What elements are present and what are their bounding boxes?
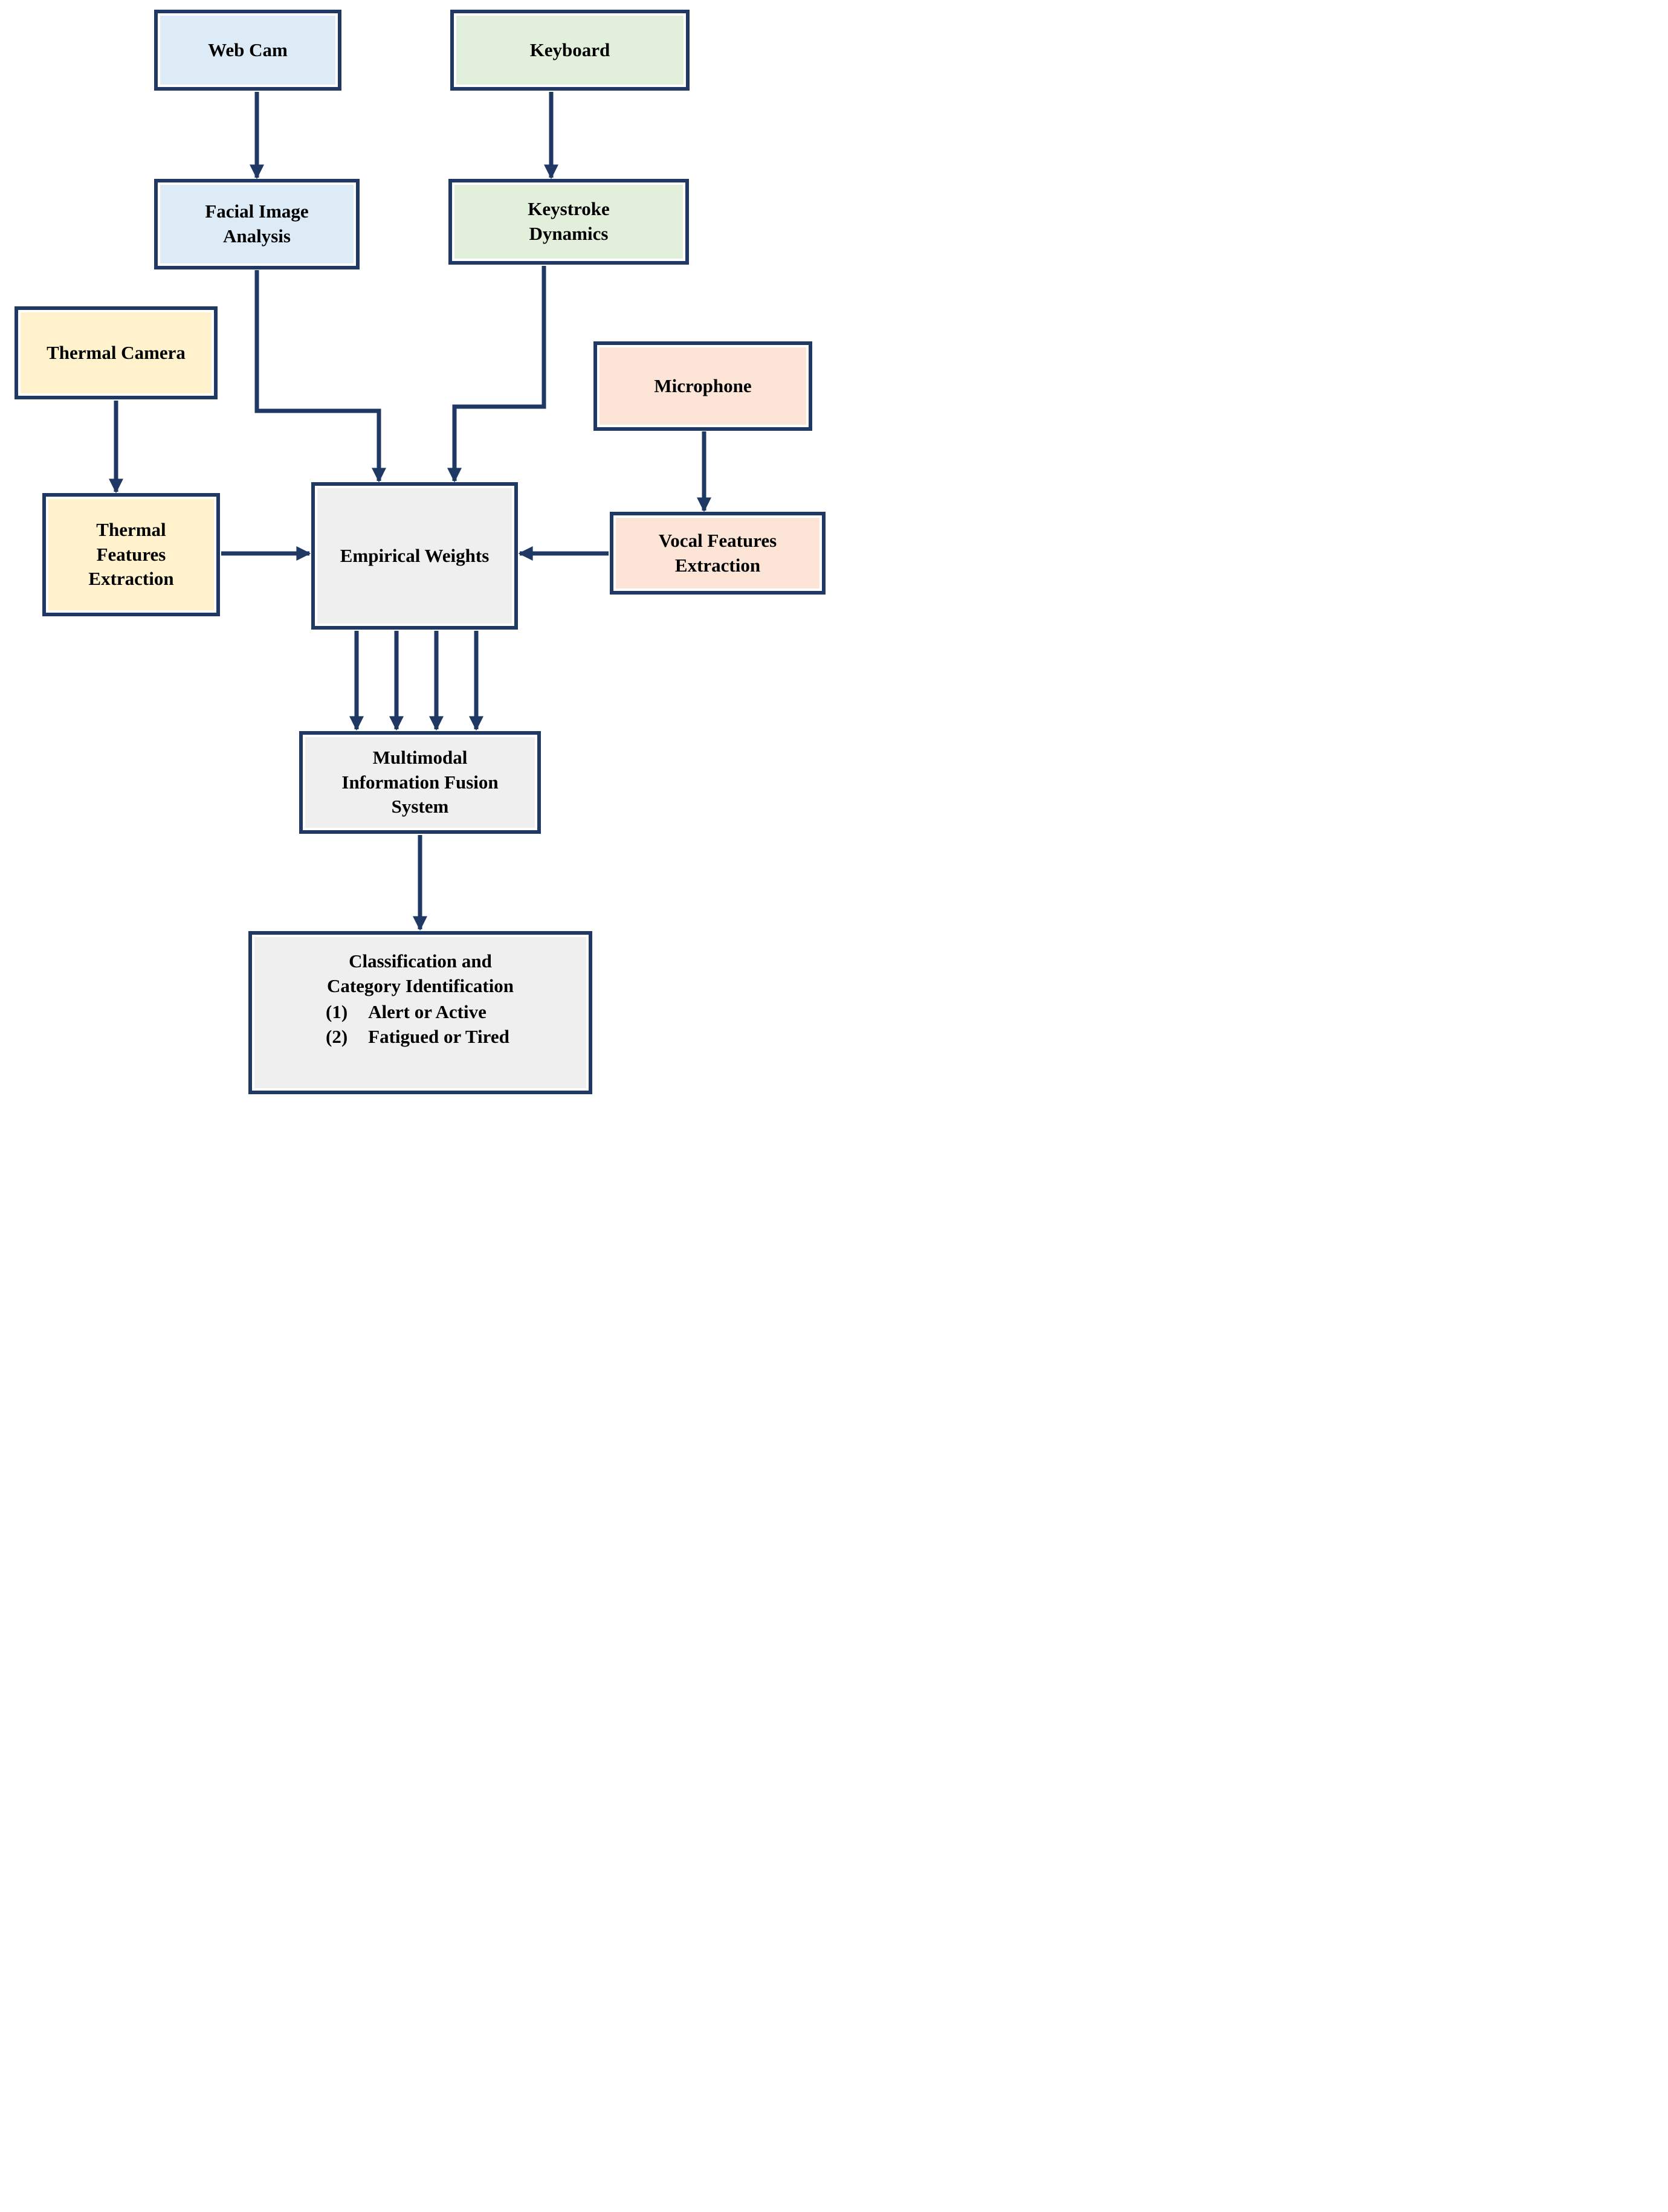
node-thermal-features-extraction: Thermal Features Extraction (42, 493, 220, 616)
node-multimodal-information-fusion-system: Multimodal Information Fusion System (299, 731, 541, 834)
classification-item-number: (2) (326, 1025, 348, 1047)
node-microphone: Microphone (593, 341, 812, 431)
node-thermal-camera-label: Thermal Camera (47, 341, 186, 363)
classification-items: (1) Alert or Active (2) Fatigued or Tire… (270, 1000, 571, 1050)
node-web-cam-label: Web Cam (208, 39, 288, 60)
node-vocal-features-extraction-label: Vocal Features Extraction (658, 529, 777, 576)
node-multimodal-information-fusion-system-label: Multimodal Information Fusion System (341, 746, 499, 817)
node-thermal-features-extraction-label: Thermal Features Extraction (88, 518, 174, 590)
node-keyboard-label: Keyboard (529, 39, 610, 60)
classification-item-number: (1) (326, 1001, 348, 1022)
node-keystroke-dynamics-label: Keystroke Dynamics (528, 198, 610, 244)
classification-item: (2) Fatigued or Tired (326, 1025, 571, 1050)
node-web-cam: Web Cam (154, 10, 341, 91)
node-empirical-weights-label: Empirical Weights (340, 544, 490, 566)
classification-title: Classification and Category Identificati… (326, 950, 514, 996)
node-classification-and-category-identification: Classification and Category Identificati… (248, 931, 592, 1094)
diagram-canvas: Web Cam Keyboard Facial Image Analysis K… (0, 0, 834, 1106)
connector-facial-to-empirical (254, 270, 386, 483)
node-vocal-features-extraction: Vocal Features Extraction (610, 512, 826, 595)
node-keystroke-dynamics: Keystroke Dynamics (448, 179, 689, 265)
classification-item-text: Fatigued or Tired (368, 1025, 509, 1047)
node-facial-image-analysis: Facial Image Analysis (154, 179, 360, 269)
node-thermal-camera: Thermal Camera (15, 306, 218, 399)
classification-item-text: Alert or Active (368, 1001, 486, 1022)
node-facial-image-analysis-label: Facial Image Analysis (205, 201, 309, 247)
node-microphone-label: Microphone (654, 375, 752, 396)
node-keyboard: Keyboard (450, 10, 690, 91)
node-empirical-weights: Empirical Weights (311, 482, 518, 630)
connector-keystroke-to-empirical (447, 266, 546, 483)
classification-item: (1) Alert or Active (326, 1000, 571, 1025)
